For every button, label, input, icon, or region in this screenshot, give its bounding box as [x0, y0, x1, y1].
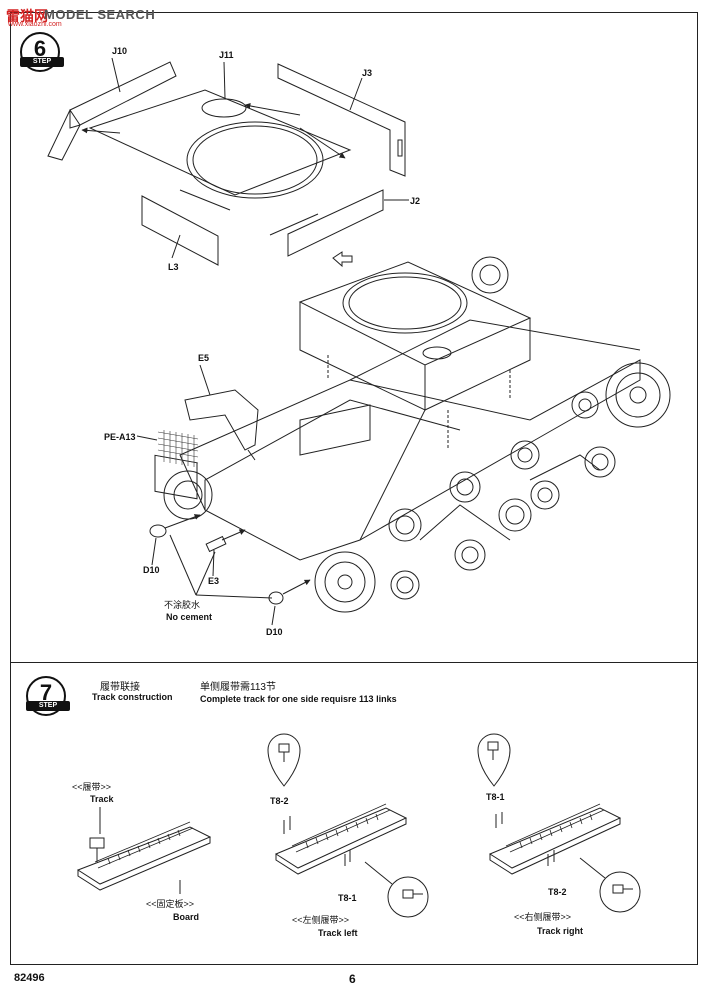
step7-tag: STEP	[26, 701, 70, 711]
step6-assembly-diagram	[47, 57, 671, 626]
watermark-brand-cn: 雷猫网	[6, 8, 48, 24]
part-label-d10-left: D10	[143, 565, 160, 575]
step7-title-en: Track construction	[92, 692, 173, 702]
step7-note-cn: 单侧履带需113节	[200, 682, 276, 693]
part-label-j10: J10	[112, 46, 128, 56]
part-label-j11: J11	[219, 50, 234, 60]
part-label-l3: L3	[168, 262, 179, 272]
track-label-en: Track	[90, 794, 114, 804]
step7-track-diagram	[76, 733, 641, 918]
board-label-cn: <<固定板>>	[146, 899, 195, 909]
watermark-brand-en: MODEL SEARCH	[44, 7, 156, 22]
left-pin-top-label: T8-2	[270, 796, 289, 806]
step7-number: 7	[39, 680, 53, 705]
board-label-en: Board	[173, 912, 200, 922]
part-label-j3: J3	[362, 68, 373, 78]
step7-badge: 7 STEP	[26, 676, 70, 716]
watermark-url: www.xiaozhi.com	[8, 21, 62, 28]
part-label-d10-bottom: D10	[266, 627, 283, 637]
page-frame	[10, 12, 698, 965]
no-cement-label-en: No cement	[166, 612, 213, 622]
part-label-pe-a13: PE-A13	[104, 432, 136, 442]
right-pin-top-label: T8-1	[486, 792, 505, 802]
step7-note-en: Complete track for one side requisre 113…	[200, 694, 397, 704]
part-label-j2: J2	[410, 196, 421, 206]
track-left-label-en: Track left	[318, 928, 358, 938]
track-right-label-cn: <<右侧履带>>	[514, 912, 572, 922]
part-label-e3: E3	[208, 576, 220, 586]
right-pin-bottom-label: T8-2	[548, 887, 567, 897]
track-left-label-cn: <<左侧履带>>	[292, 915, 350, 925]
track-label-cn: <<履带>>	[72, 782, 112, 792]
footer-product-code: 82496	[14, 972, 45, 984]
step6-tag: STEP	[20, 57, 64, 67]
step-divider	[10, 662, 698, 663]
track-right-label-en: Track right	[537, 926, 584, 936]
step6-badge: 6 STEP	[20, 32, 64, 72]
left-pin-bottom-label: T8-1	[338, 893, 357, 903]
part-label-e5: E5	[198, 353, 210, 363]
no-cement-label-cn: 不涂胶水	[164, 600, 201, 610]
step6-number: 6	[33, 36, 47, 61]
step7-title-cn: 履带联接	[100, 682, 140, 693]
footer-page-number: 6	[349, 972, 356, 986]
